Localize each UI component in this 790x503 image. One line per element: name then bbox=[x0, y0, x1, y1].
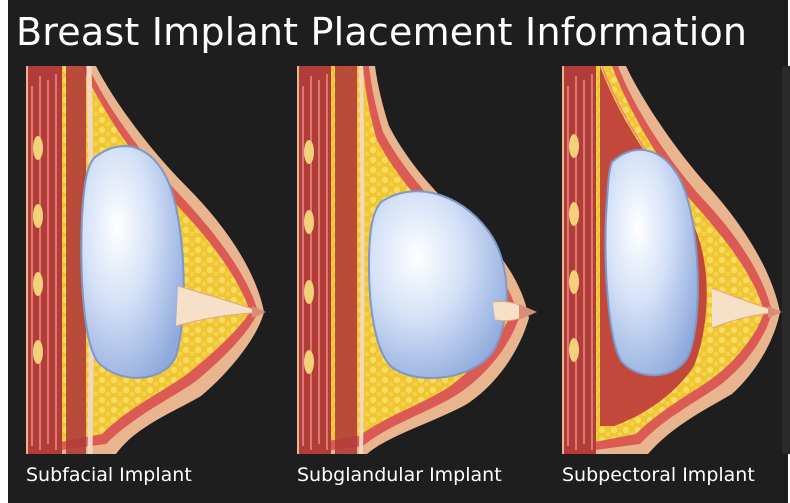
subglandular-illustration bbox=[297, 66, 537, 454]
panel-subpectoral bbox=[562, 66, 790, 454]
caption-subpectoral: Subpectoral Implant bbox=[562, 462, 755, 488]
caption-subglandular: Subglandular Implant bbox=[297, 462, 502, 488]
subfascial-illustration bbox=[26, 66, 266, 454]
caption-subfascial: Subfacial Implant bbox=[26, 462, 192, 488]
panel-subglandular bbox=[297, 66, 537, 454]
subpectoral-illustration bbox=[562, 66, 782, 454]
figure-title: Breast Implant Placement Information bbox=[16, 6, 786, 58]
panel-subfascial bbox=[26, 66, 266, 454]
